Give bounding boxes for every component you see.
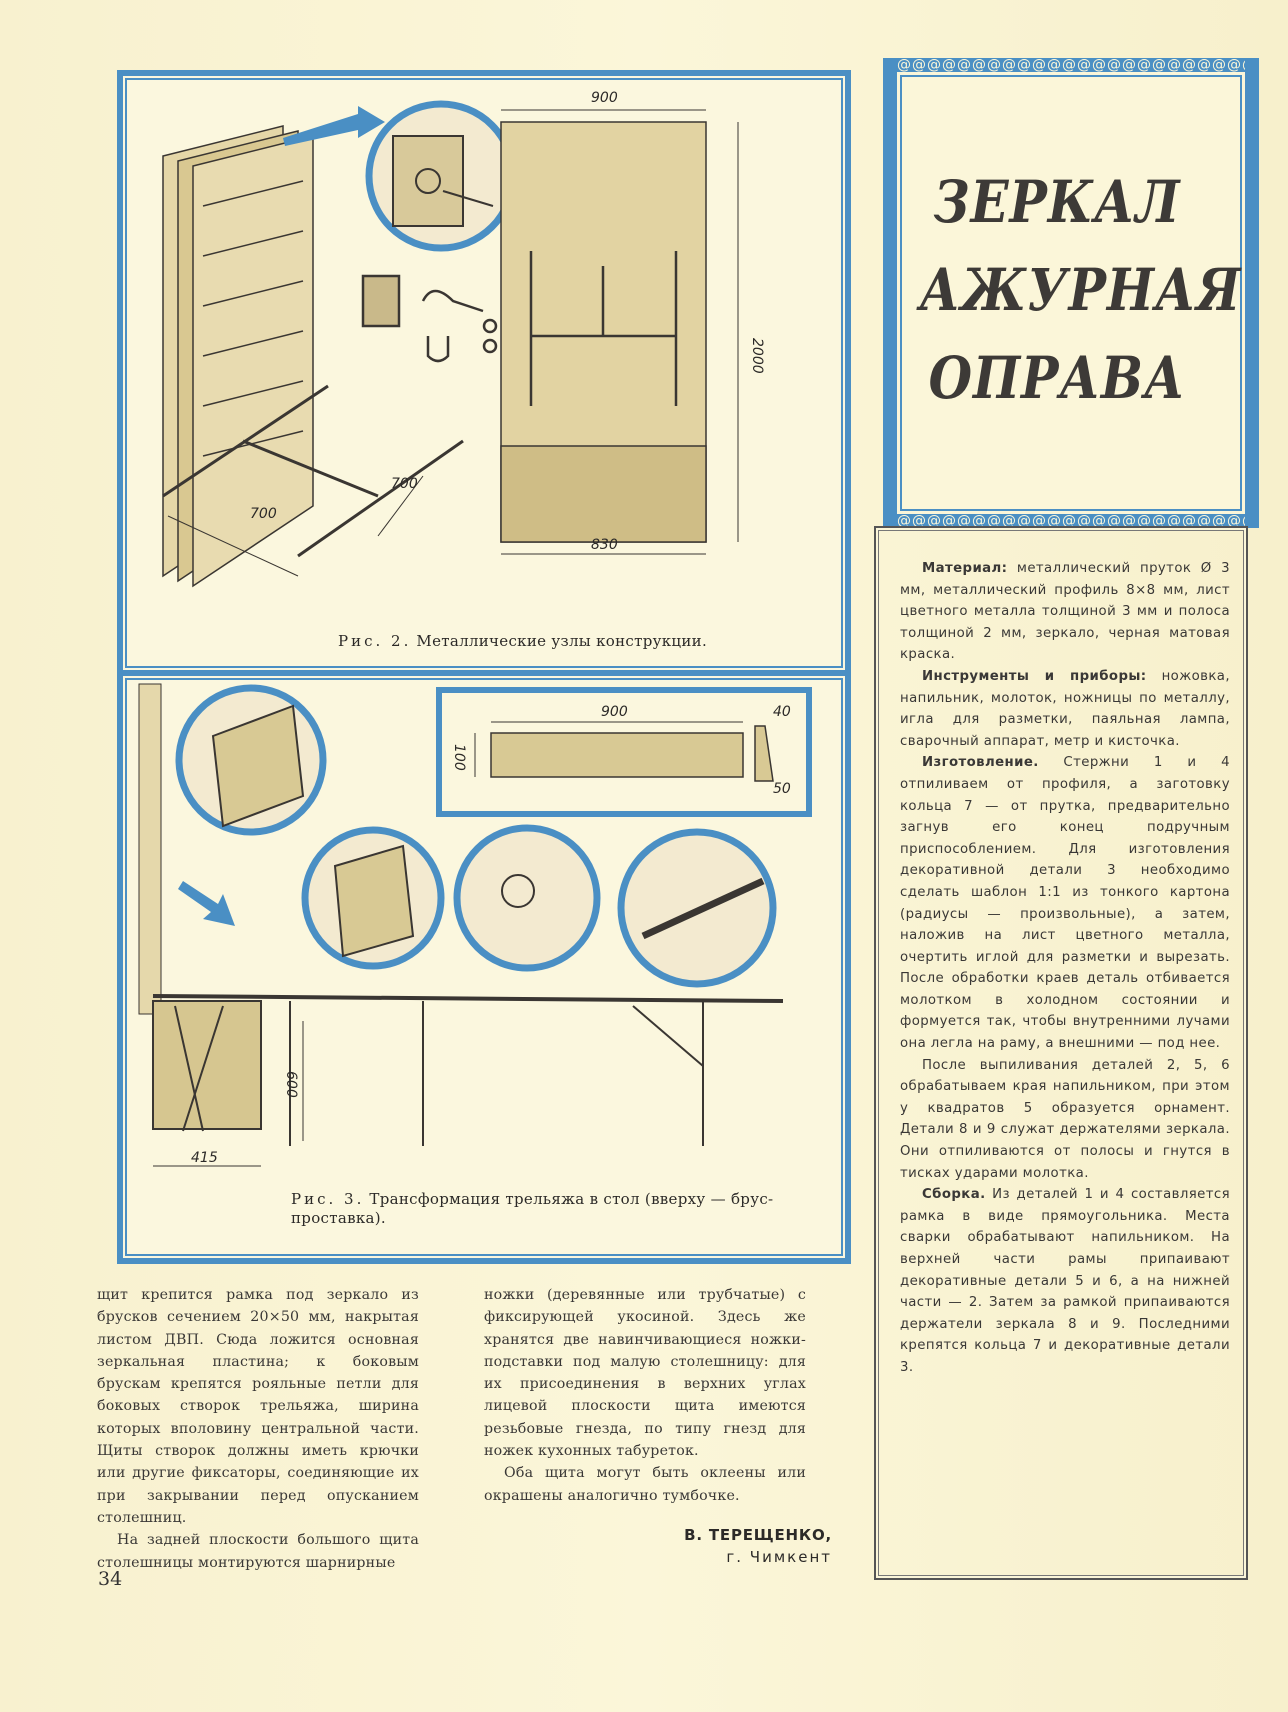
- making-text: Стержни 1 и 4 отпиливаем от профиля, а з…: [900, 755, 1230, 1052]
- article-col1-paragraph-2: На задней плоскости большого щита столеш…: [97, 1532, 419, 1571]
- figure-2-caption: Рис. 2. Металлические узлы конструкции.: [338, 632, 707, 650]
- dim-width-top: 900: [591, 90, 618, 106]
- tools-label: Инструменты и приборы:: [922, 668, 1147, 684]
- dim-bar-height: 100: [451, 744, 467, 771]
- dim-rod-a: 700: [250, 506, 277, 522]
- figure-2-illustration: 700 700 900 830 2000: [162, 90, 765, 588]
- dim-table-height: 600: [283, 1071, 299, 1098]
- article-col2-paragraph-1: ножки (деревянные или трубчатые) с фикси…: [484, 1287, 806, 1460]
- materials-label: Материал:: [922, 561, 1008, 576]
- title-line-2: АЖУРНАЯ: [919, 256, 1242, 324]
- ornament-border-bottom: @@@@@@@@@@@@@@@@@@@@@@@@@@@@@@@@@@@@@@: [897, 514, 1245, 528]
- materials-paragraph: Материал: металлический пруток Ø 3 мм, м…: [900, 558, 1230, 666]
- making-paragraph-2: После выпиливания деталей 2, 5, 6 обраба…: [900, 1057, 1230, 1181]
- materials-text: металлический пруток Ø 3 мм, металлическ…: [900, 561, 1230, 663]
- figure-3-caption-label: Рис. 3.: [291, 1190, 365, 1208]
- sidebar-text: Материал: металлический пруток Ø 3 мм, м…: [900, 558, 1230, 1379]
- dim-height: 2000: [749, 338, 765, 374]
- dim-width-bottom: 830: [591, 537, 618, 553]
- dim-base-width: 415: [191, 1150, 218, 1166]
- making-paragraph: Изготовление. Стержни 1 и 4 отпиливаем о…: [900, 752, 1230, 1054]
- dim-rod-b: 700: [391, 476, 418, 492]
- article-column-2: ножки (деревянные или трубчатые) с фикси…: [484, 1284, 806, 1507]
- dim-profile-bottom: 50: [773, 781, 791, 797]
- tools-text: ножовка, напильник, молоток, ножницы по …: [900, 668, 1230, 749]
- title-line-1: ЗЕРКАЛ: [933, 168, 1181, 236]
- dim-bar-length: 900: [601, 704, 628, 720]
- figure-2-caption-label: Рис. 2.: [338, 632, 412, 650]
- figure-2-caption-text: Металлические узлы конструкции.: [416, 632, 708, 650]
- figure-3-illustration: 900 100 40 50: [138, 683, 812, 1167]
- making-label: Изготовление.: [922, 755, 1039, 771]
- figure-3: 900 100 40 50: [117, 670, 851, 1264]
- title-box: @@@@@@@@@@@@@@@@@@@@@@@@@@@@@@@@@@@@@@ @…: [883, 58, 1259, 528]
- article-column-1: щит крепится рамка под зеркало из бруско…: [97, 1284, 419, 1574]
- assembly-label: Сборка.: [922, 1187, 986, 1203]
- assembly-paragraph: Сборка. Из деталей 1 и 4 составляется ра…: [900, 1184, 1230, 1378]
- tools-paragraph: Инструменты и приборы: ножовка, напильни…: [900, 666, 1230, 752]
- page-number: 34: [98, 1568, 123, 1590]
- materials-sidebar: Материал: металлический пруток Ø 3 мм, м…: [874, 526, 1248, 1580]
- figure-3-caption: Рис. 3. Трансформация трельяжа в стол (в…: [291, 1190, 811, 1228]
- assembly-text: Из деталей 1 и 4 составляется рамка в ви…: [900, 1187, 1230, 1375]
- author-name: В. ТЕРЕЩЕНКО,: [684, 1526, 832, 1544]
- figure-3-caption-text: Трансформация трельяжа в стол (вверху — …: [291, 1190, 774, 1227]
- author-city: г. Чимкент: [726, 1548, 832, 1566]
- dim-profile-top: 40: [773, 704, 791, 720]
- title-line-3: ОПРАВА: [928, 344, 1186, 412]
- figure-2: 700 700 900 830 2000 Рис. 2. Металлическ…: [117, 70, 851, 676]
- article-col1-paragraph-1: щит крепится рамка под зеркало из бруско…: [97, 1287, 419, 1526]
- author-signature: В. ТЕРЕЩЕНКО, г. Чимкент: [620, 1524, 832, 1568]
- ornament-border-top: @@@@@@@@@@@@@@@@@@@@@@@@@@@@@@@@@@@@@@: [897, 58, 1245, 72]
- article-col2-paragraph-2: Оба щита могут быть оклеены или окрашены…: [484, 1465, 806, 1504]
